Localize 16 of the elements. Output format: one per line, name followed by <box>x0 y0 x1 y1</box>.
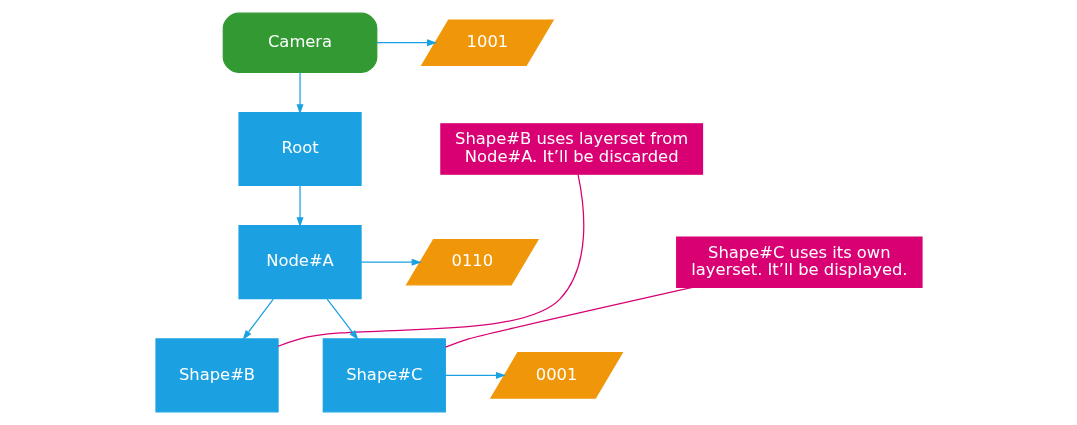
node-box: Shape#C <box>322 338 446 413</box>
arrow <box>326 298 358 341</box>
node-box: Camera <box>222 12 377 73</box>
node-box: Node#A <box>237 225 362 300</box>
node-box: Shape#C uses its own layerset. It’ll be displayed. <box>675 236 923 288</box>
arrow <box>296 71 304 115</box>
arrow <box>242 298 274 341</box>
node-box: Shape#B uses layerset from Node#A. It’ll be discarded <box>439 123 703 175</box>
arrow <box>375 39 437 47</box>
arrow <box>360 258 422 266</box>
arrow <box>296 185 304 228</box>
node-box: Shape#B <box>154 338 279 413</box>
connector <box>276 173 584 347</box>
arrow <box>444 371 506 379</box>
connector <box>444 286 693 348</box>
node-box: Root <box>237 111 362 187</box>
